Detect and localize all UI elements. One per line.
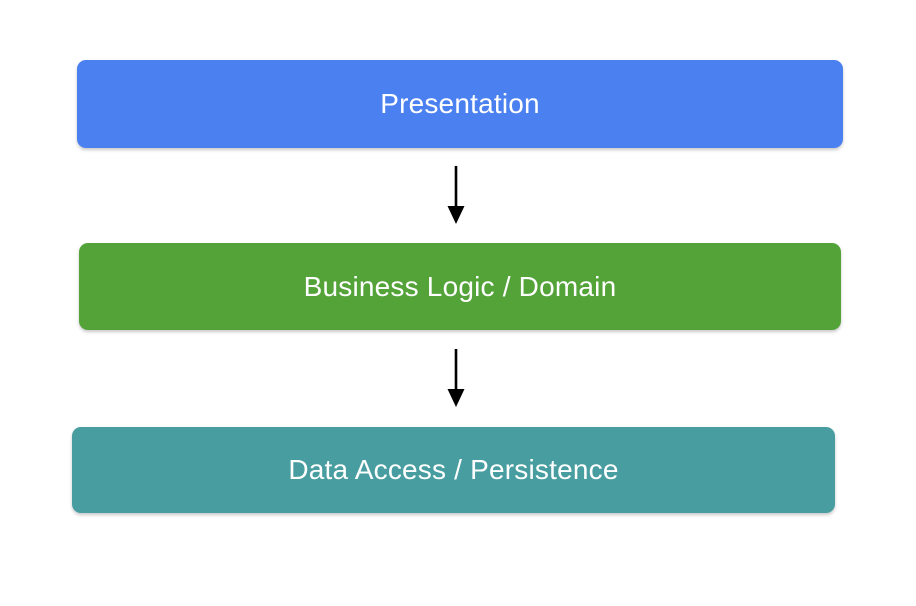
arrow-down-icon [447, 349, 465, 407]
layer-box-data-access: Data Access / Persistence [72, 427, 835, 513]
layer-label-presentation: Presentation [380, 88, 540, 119]
arrow-down-icon [447, 166, 465, 224]
layer-label-business-logic: Business Logic / Domain [303, 270, 617, 302]
layer-label-data-access: Data Access / Persistence [288, 454, 619, 485]
layer-box-presentation: Presentation [77, 60, 843, 148]
layer-box-business-logic: Business Logic / Domain [79, 243, 841, 330]
